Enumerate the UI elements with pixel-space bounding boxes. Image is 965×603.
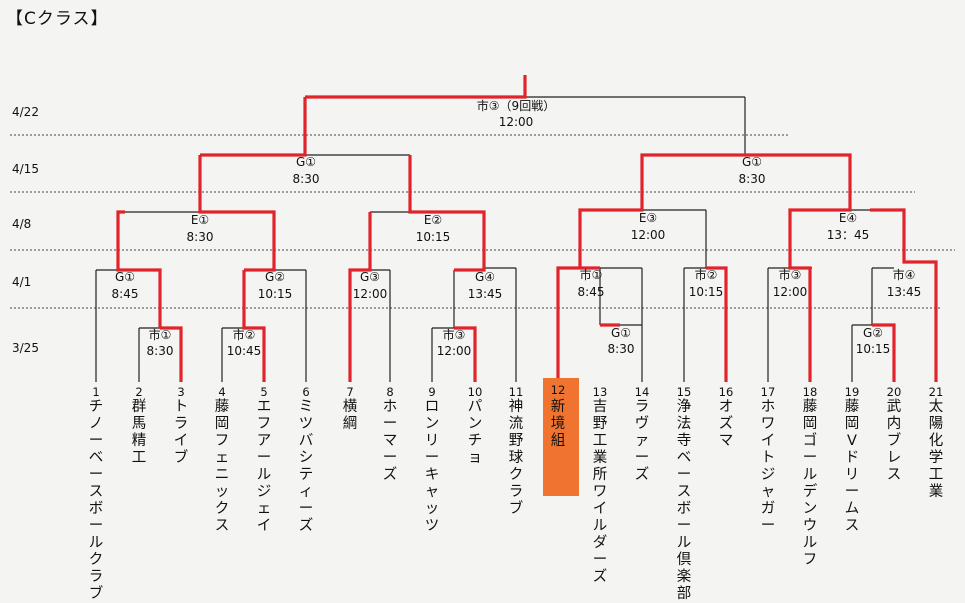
match-venue: 市① (580, 267, 603, 282)
match-venue: G④ (475, 270, 495, 284)
date-label: 4/8 (12, 217, 31, 231)
team-number: 16 (718, 385, 734, 399)
match-time: 13：45 (827, 228, 870, 242)
date-label: 3/25 (12, 341, 39, 355)
team-number: 17 (760, 385, 776, 399)
team-name: ホーマーズ (382, 399, 398, 483)
team-number: 14 (634, 385, 650, 399)
team-number: 13 (592, 385, 608, 399)
team-name: トライブ (173, 399, 189, 466)
team-name: ホワイトジャガー (760, 399, 776, 534)
team-name: 藤岡フェニックス (214, 399, 230, 534)
match-venue: E④ (839, 211, 857, 225)
match-time: 12:00 (773, 285, 808, 299)
match-venue: G① (611, 326, 631, 340)
team-name: 藤岡Vドリームス (844, 399, 860, 534)
bracket-lines: 4/22 4/15 4/8 4/1 3/25 (10, 75, 955, 382)
team-name: 吉野工業所ワイルダーズ (592, 399, 608, 585)
date-label: 4/22 (12, 105, 39, 119)
team-name: 藤岡ゴールデンウルフ (802, 399, 818, 568)
date-label: 4/1 (12, 275, 31, 289)
bracket-winning-paths (116, 75, 938, 382)
match-venue: 市④ (893, 267, 916, 282)
team-number: 18 (802, 385, 818, 399)
match-venue: G① (742, 155, 762, 169)
team-number: 21 (928, 385, 944, 399)
team-name: 横綱 (342, 399, 358, 432)
match-venue: E① (191, 213, 209, 227)
team-name: 浄法寺ベースボール倶楽部 (676, 399, 692, 602)
match-time: 12:00 (499, 115, 534, 129)
match-venue: E③ (639, 211, 657, 225)
match-venue: G① (115, 270, 135, 284)
match-time: 12:00 (353, 287, 388, 301)
match-venue: 市③（9回戦） (477, 98, 555, 113)
bracket-black-lines (95, 96, 904, 382)
bracket-diagram: 【Cクラス】 4/22 4/15 4/8 4/1 3/25 (6, 9, 955, 602)
match-time: 10:15 (416, 230, 451, 244)
team-number: 5 (260, 385, 268, 399)
team-name: 太陽化学工業 (928, 399, 944, 500)
team-name: ラヴァーズ (634, 399, 650, 483)
team-number: 10 (467, 385, 483, 399)
match-time: 12:00 (437, 344, 472, 358)
match-venue: 市② (695, 267, 718, 282)
match-venue: G① (296, 155, 316, 169)
match-time: 8:45 (112, 287, 139, 301)
match-time: 8:45 (578, 285, 605, 299)
team-name: オズマ (718, 399, 734, 449)
team-name: 武内ブレス (886, 399, 902, 483)
match-time: 10:45 (227, 344, 262, 358)
team-name: チノーベースボールクラブ (88, 399, 104, 602)
match-time: 12:00 (631, 228, 666, 242)
match-venue: 市③ (779, 267, 802, 282)
team-name: ミツバシティーズ (298, 399, 314, 534)
match-time: 10:15 (856, 342, 891, 356)
match-time: 8:30 (147, 344, 174, 358)
class-title: 【Cクラス】 (6, 9, 109, 29)
team-name: パンチョ (467, 399, 483, 466)
team-number: 1 (92, 385, 100, 399)
team-number: 2 (135, 385, 143, 399)
match-venue: 市② (233, 327, 256, 342)
match-time: 8:30 (739, 172, 766, 186)
team-number: 11 (508, 385, 524, 399)
team-name: ロンリーキャッツ (424, 399, 440, 534)
match-time: 10:15 (258, 287, 293, 301)
match-time: 13:45 (887, 285, 922, 299)
match-venue: E② (424, 213, 442, 227)
team-number: 20 (886, 385, 902, 399)
match-venue: G③ (360, 270, 380, 284)
team-number: 6 (302, 385, 310, 399)
highlighted-team-box (543, 378, 579, 496)
match-venue: 市① (149, 327, 172, 342)
match-time: 10:15 (689, 285, 724, 299)
team-name: 神流野球クラブ (508, 399, 524, 517)
match-labels: 市① 8:30 市② 10:45 市③ 12:00 G① 8:30 G② 10:… (112, 98, 922, 358)
team-number: 9 (428, 385, 436, 399)
match-venue: G② (863, 326, 883, 340)
match-time: 13:45 (468, 287, 503, 301)
match-time: 8:30 (608, 342, 635, 356)
date-label: 4/15 (12, 162, 39, 176)
team-number: 15 (676, 385, 692, 399)
match-venue: G② (265, 270, 285, 284)
team-number: 8 (386, 385, 394, 399)
team-number: 19 (844, 385, 860, 399)
team-name: 新境組 (550, 399, 566, 449)
team-number: 7 (346, 385, 354, 399)
team-name: 群馬精工 (131, 399, 147, 466)
team-number: 12 (550, 383, 566, 397)
match-time: 8:30 (293, 172, 320, 186)
team-number: 4 (218, 385, 226, 399)
match-venue: 市③ (443, 327, 466, 342)
match-time: 8:30 (187, 230, 214, 244)
team-number: 3 (177, 385, 185, 399)
team-name: エフアールジェイ (256, 399, 272, 534)
